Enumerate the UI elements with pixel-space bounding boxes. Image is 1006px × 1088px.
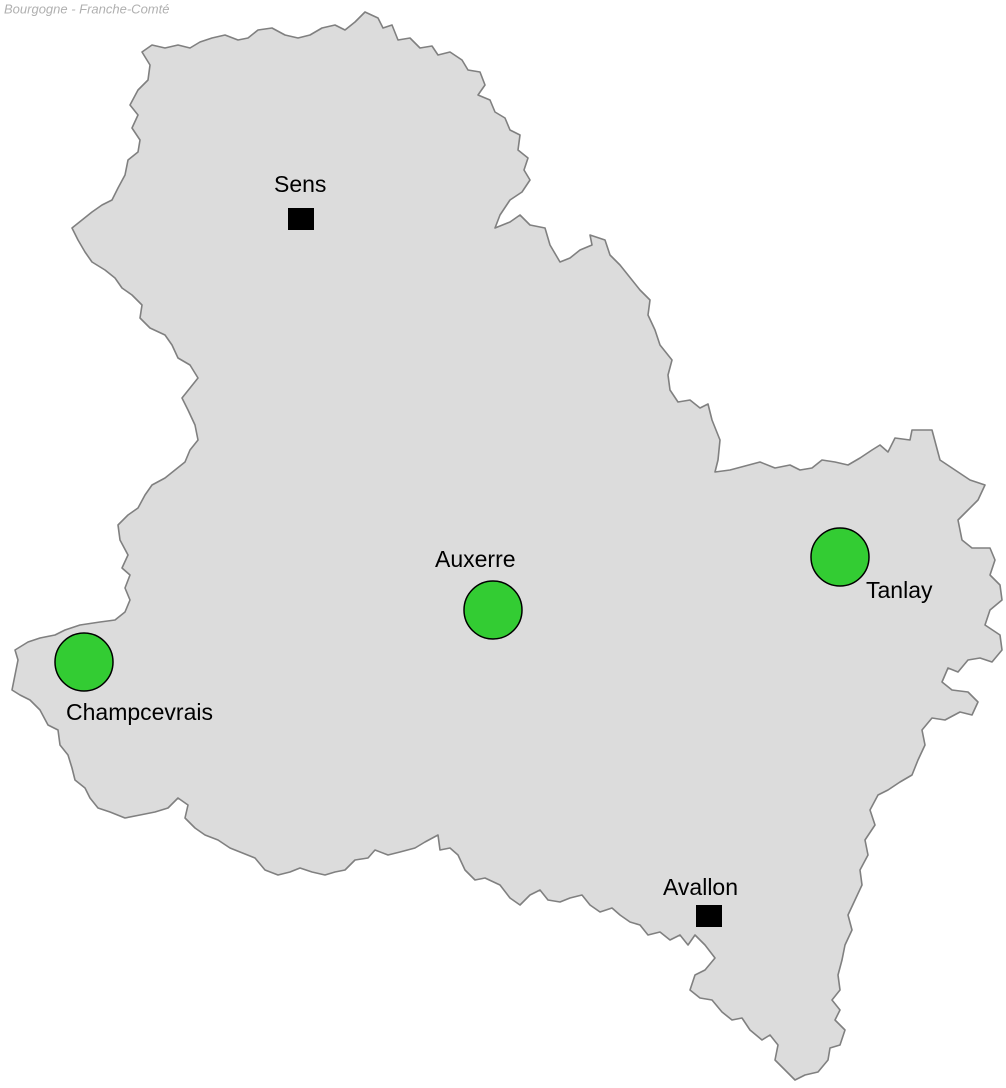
department-outline (11, 11, 1003, 1081)
site-label-auxerre: Auxerre (435, 546, 516, 572)
site-label-champcevrais: Champcevrais (66, 699, 213, 725)
site-label-tanlay: Tanlay (866, 577, 933, 603)
city-marker-sens (288, 208, 314, 230)
city-label-sens: Sens (274, 171, 326, 197)
site-marker-tanlay[interactable] (810, 527, 870, 587)
city-label-avallon: Avallon (663, 874, 738, 900)
city-marker-avallon (696, 905, 722, 927)
map-credit: Bourgogne - Franche-Comté (4, 2, 169, 17)
site-marker-champcevrais[interactable] (54, 632, 114, 692)
site-marker-auxerre[interactable] (463, 580, 523, 640)
